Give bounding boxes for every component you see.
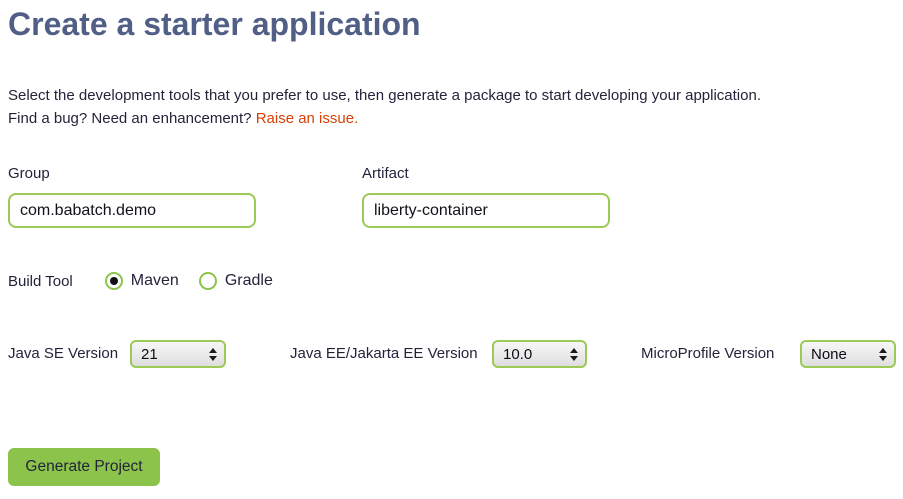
artifact-label: Artifact xyxy=(362,165,409,182)
page-description: Select the development tools that you pr… xyxy=(8,84,761,130)
build-tool-row: Build Tool Maven Gradle xyxy=(8,271,273,291)
maven-radio-label: Maven xyxy=(130,272,179,289)
group-label: Group xyxy=(8,165,50,182)
select-spinner-icon xyxy=(570,347,578,361)
java-se-version-value: 21 xyxy=(141,345,158,363)
java-ee-version-select[interactable]: 10.0 xyxy=(492,340,587,368)
microprofile-version-value: None xyxy=(811,345,847,363)
radio-dot xyxy=(109,277,118,285)
build-tool-label: Build Tool xyxy=(8,272,73,290)
java-se-version-label: Java SE Version xyxy=(8,345,119,362)
select-spinner-icon xyxy=(879,347,887,361)
java-se-version-select[interactable]: 21 xyxy=(130,340,226,368)
group-input[interactable] xyxy=(8,193,256,228)
raise-an-issue-link[interactable]: Raise an issue. xyxy=(255,110,359,127)
java-ee-version-label: Java EE/Jakarta EE Version xyxy=(290,345,478,362)
microprofile-version-label: MicroProfile Version xyxy=(641,345,775,362)
artifact-input[interactable] xyxy=(362,193,610,228)
radio-option-gradle[interactable]: Gradle xyxy=(198,272,273,290)
radio-option-maven[interactable]: Maven xyxy=(104,272,179,290)
gradle-radio-label: Gradle xyxy=(224,272,273,289)
gradle-radio[interactable] xyxy=(198,272,217,290)
description-line1: Select the development tools that you pr… xyxy=(8,87,761,104)
description-line2: Find a bug? Need an enhancement? xyxy=(8,110,256,127)
maven-radio[interactable] xyxy=(104,272,123,290)
page-title: Create a starter application xyxy=(8,6,421,42)
generate-project-button[interactable]: Generate Project xyxy=(8,448,160,486)
java-ee-version-value: 10.0 xyxy=(503,345,533,363)
microprofile-version-select[interactable]: None xyxy=(800,340,896,368)
select-spinner-icon xyxy=(209,347,217,361)
